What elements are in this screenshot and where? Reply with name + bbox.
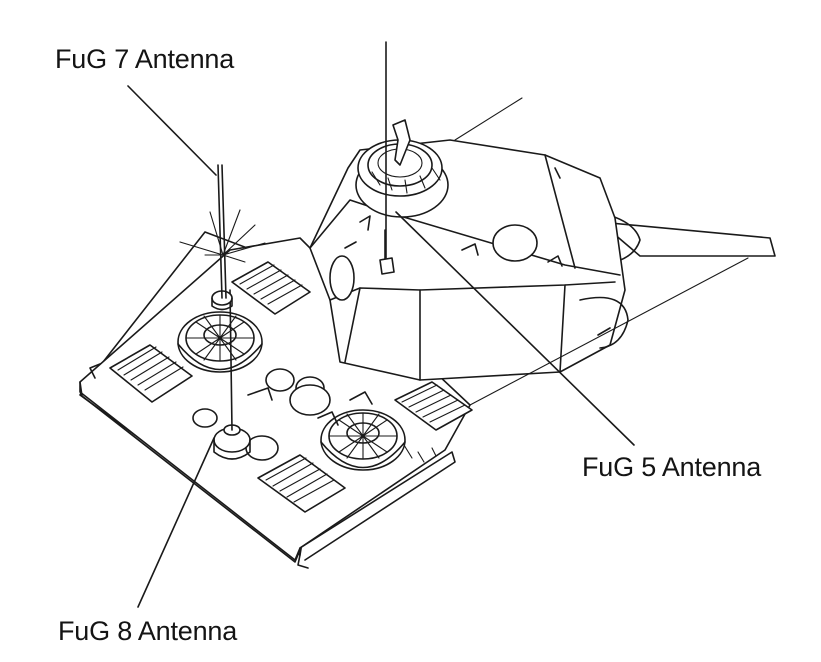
fug5-leader-line <box>395 211 635 446</box>
hull-edge-line <box>469 257 749 406</box>
fug8-antenna <box>213 289 251 460</box>
fug5-antenna-label: FuG 5 Antenna <box>582 452 762 482</box>
fug8-leader-line <box>137 437 215 608</box>
rear-antenna-rod <box>454 97 523 141</box>
fug8-antenna-label: FuG 8 Antenna <box>58 616 238 646</box>
deck-fittings <box>192 368 437 463</box>
deck-grille-bottom-left <box>257 454 346 513</box>
cooling-fan-lower <box>320 409 406 471</box>
cooling-fan-upper <box>177 311 263 373</box>
deck-grille-right-front <box>394 381 473 431</box>
deck-grille-left-front <box>109 344 193 403</box>
fug7-antenna-label: FuG 7 Antenna <box>55 44 235 74</box>
fug7-antenna <box>179 164 266 311</box>
fug7-leader-line <box>127 85 217 176</box>
turret <box>309 119 776 381</box>
deck-grille-right-rear <box>231 261 311 315</box>
